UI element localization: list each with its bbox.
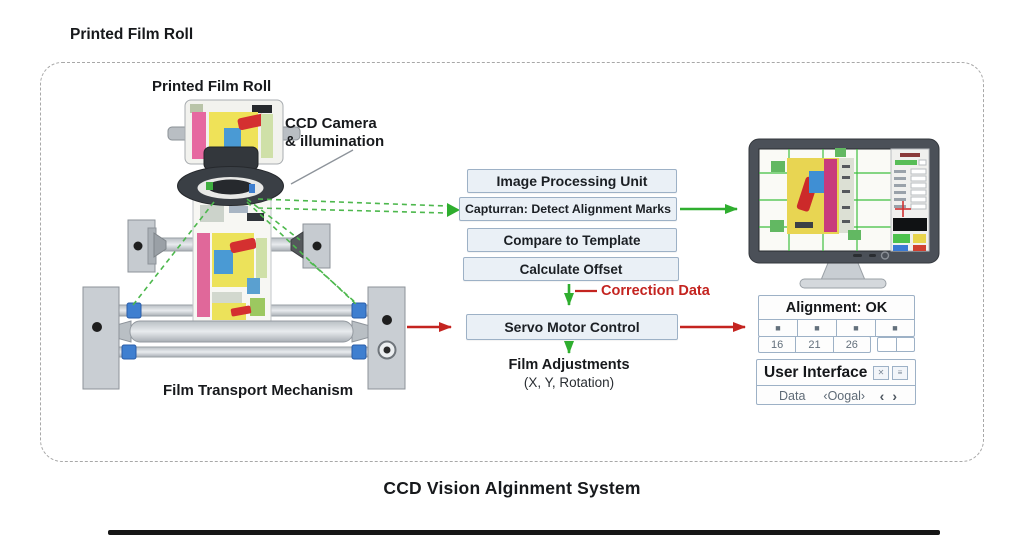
value-cell: 16 xyxy=(759,337,797,352)
data-value: ‹Oogal› xyxy=(823,388,866,403)
split-cell xyxy=(877,337,915,352)
split-cell-left xyxy=(878,338,897,351)
chevron-right-icon[interactable]: › xyxy=(892,387,897,404)
compare-template-box: Compare to Template xyxy=(467,228,677,252)
image-processing-unit-box: Image Processing Unit xyxy=(467,169,677,193)
alignment-status-header: Alignment: OK xyxy=(759,296,914,320)
capture-detect-box: Capturran: Detect Alignment Marks xyxy=(459,197,677,221)
bottom-crop-bar xyxy=(108,530,940,535)
transport-mechanism-graphic xyxy=(82,286,406,390)
screen-package-preview xyxy=(770,148,861,240)
camera-label: CCD Camera & illumination xyxy=(285,115,384,151)
monitor-graphic xyxy=(748,138,940,289)
split-cell-right xyxy=(897,338,915,351)
chevron-left-icon[interactable]: ‹ xyxy=(879,387,885,404)
indicator-cell: ■ xyxy=(892,322,898,333)
camera-sightlines xyxy=(132,198,448,306)
user-interface-icons: ✕ ≡ xyxy=(873,365,908,380)
value-cell: 26 xyxy=(845,338,858,351)
correction-data-label: Correction Data xyxy=(601,283,710,299)
value-cell: 21 xyxy=(796,337,834,352)
calculate-offset-box: Calculate Offset xyxy=(463,257,679,281)
page-title: CCD Vision Alginment System xyxy=(383,478,641,498)
indicator-cell: ■ xyxy=(759,320,798,336)
transport-label: Film Transport Mechanism xyxy=(163,382,354,399)
indicator-cell: ■ xyxy=(798,320,837,336)
diagram-border xyxy=(40,62,984,462)
user-interface-panel: User Interface ✕ ≡ Data ‹Oogal› ‹ › xyxy=(756,359,916,405)
alignment-values-row: 16 21 26 xyxy=(758,336,871,353)
camera-label-line1: CCD Camera xyxy=(285,115,377,132)
crosshair-icon xyxy=(895,201,911,217)
data-label: Data xyxy=(779,388,806,403)
menu-icon[interactable]: ≡ xyxy=(892,365,908,380)
screen-control-panel xyxy=(890,148,930,252)
user-interface-data-row: Data ‹Oogal› ‹ › xyxy=(757,386,915,405)
sightline-arrowhead xyxy=(447,203,460,217)
film-adjustments-line1: Film Adjustments xyxy=(508,357,630,373)
user-interface-title: User Interface xyxy=(764,363,868,381)
indicator-cell: ■ xyxy=(837,320,876,336)
alignment-panel: Alignment: OK ■ ■ ■ ■ xyxy=(758,295,915,337)
flow-arrows xyxy=(407,204,746,354)
outer-film-roll-label: Printed Film Roll xyxy=(70,26,194,43)
film-web-graphic xyxy=(192,196,272,324)
close-icon[interactable]: ✕ xyxy=(873,365,889,380)
servo-motor-control-box: Servo Motor Control xyxy=(466,314,678,340)
camera-label-line2: & illumination xyxy=(285,133,385,150)
ccd-camera-graphic xyxy=(177,146,284,206)
alignment-indicator-row: ■ ■ ■ ■ xyxy=(759,320,914,336)
camera-label-pointer xyxy=(290,149,354,185)
film-roll-label: Printed Film Roll xyxy=(152,78,272,95)
guide-brackets-graphic xyxy=(127,219,331,273)
film-adjustments-label: Film Adjustments (X, Y, Rotation) xyxy=(469,357,669,391)
film-adjustments-line2: (X, Y, Rotation) xyxy=(523,375,615,390)
user-interface-header: User Interface ✕ ≡ xyxy=(757,360,915,386)
